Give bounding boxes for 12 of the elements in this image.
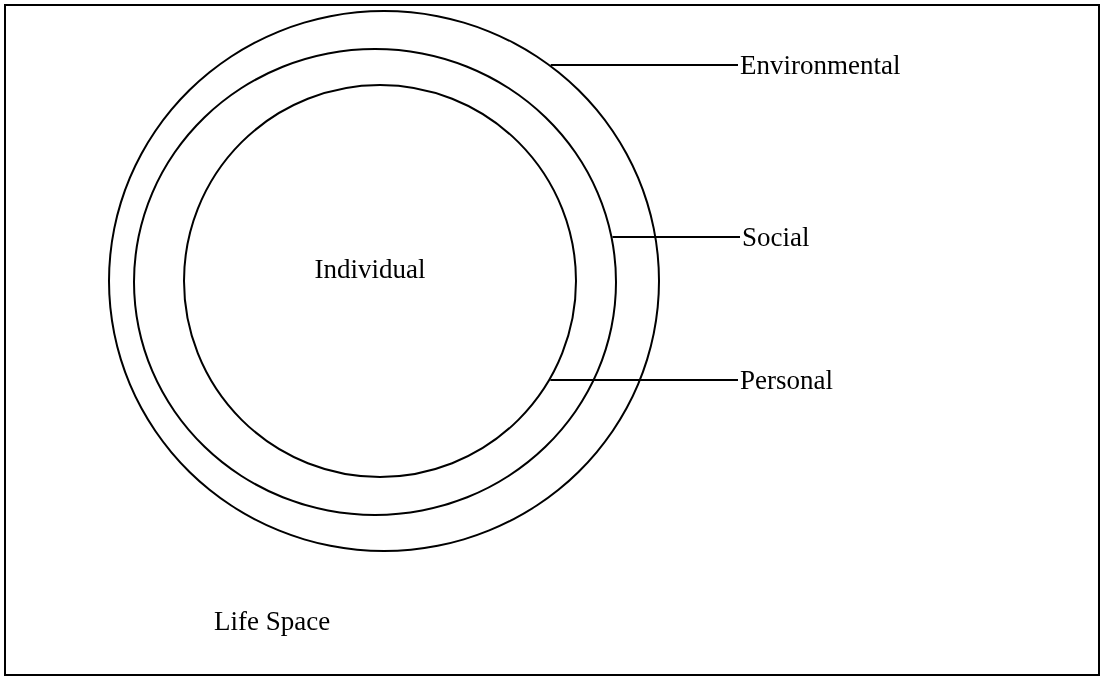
ring-label: Social <box>742 220 810 254</box>
circle-outline <box>133 48 617 516</box>
circle-label: Individual <box>313 253 427 286</box>
leader-line <box>611 236 741 238</box>
circle-outline <box>183 84 577 478</box>
ring-label: Personal <box>740 363 833 397</box>
leader-line <box>549 64 739 66</box>
frame-label: Life Space <box>214 605 331 638</box>
leader-line <box>549 379 739 381</box>
frame-box <box>4 4 1100 676</box>
circle-outline <box>108 10 660 552</box>
ring-label: Environmental <box>740 48 901 82</box>
